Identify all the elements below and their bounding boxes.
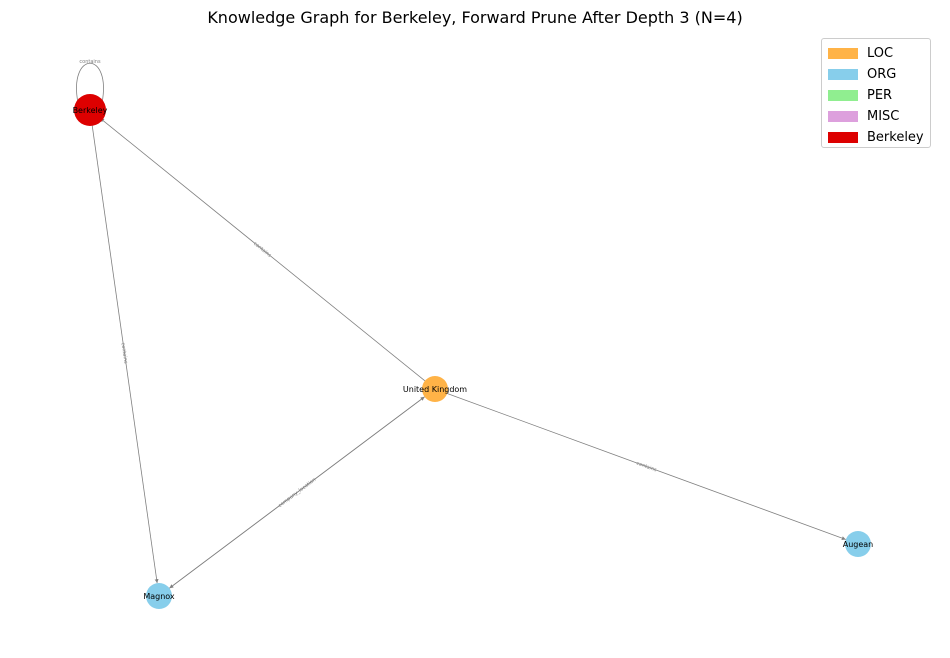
legend-item: MISC [828, 106, 930, 127]
edge-line [91, 122, 159, 584]
legend-swatch [828, 69, 858, 80]
legend: LOC ORG PER MISC Berkeley [821, 38, 931, 148]
node-berkeley [74, 94, 106, 126]
legend-item: ORG [828, 64, 930, 85]
node-label: Augean [843, 540, 874, 549]
node-label: Magnox [143, 592, 175, 601]
legend-label: Berkeley [867, 130, 924, 145]
edge-self-loop [76, 63, 104, 104]
node-label: Berkeley [73, 106, 108, 115]
legend-item: Berkeley [828, 127, 930, 148]
legend-label: PER [867, 88, 893, 103]
edge-label: contains [635, 461, 657, 474]
legend-label: ORG [867, 67, 897, 82]
edge-label: contains [120, 342, 129, 364]
chart-title: Knowledge Graph for Berkeley, Forward Pr… [207, 8, 743, 27]
legend-swatch [828, 48, 858, 59]
edge-line [99, 117, 426, 382]
edge-label: contains [79, 59, 101, 65]
edge-line [169, 396, 425, 589]
legend-label: LOC [867, 46, 894, 61]
legend-swatch [828, 111, 858, 122]
node-uk [422, 376, 448, 402]
edge-line [447, 393, 846, 541]
node-label: United Kingdom [403, 385, 467, 394]
legend-item: LOC [828, 43, 930, 64]
node-magnox [146, 583, 172, 609]
legend-item: PER [828, 85, 930, 106]
node-augean [845, 531, 871, 557]
legend-swatch [828, 90, 858, 101]
edge-label: contains [252, 241, 273, 259]
edges-layer: containscontainscontainscontainscompany_… [76, 59, 846, 589]
legend-label: MISC [867, 109, 900, 124]
legend-swatch [828, 132, 858, 143]
